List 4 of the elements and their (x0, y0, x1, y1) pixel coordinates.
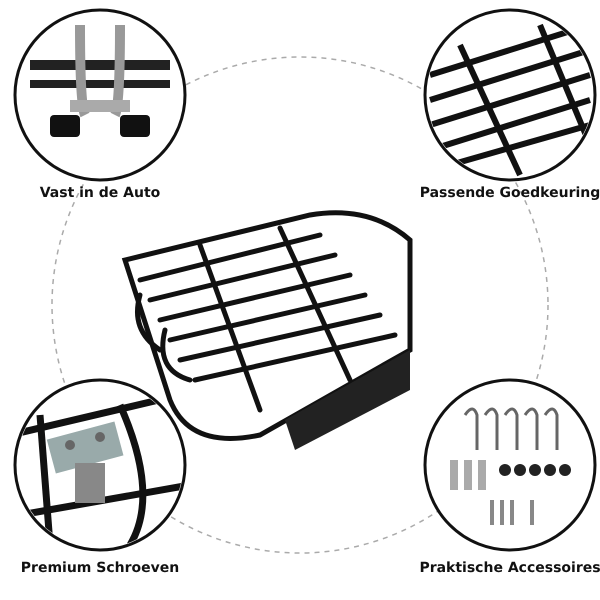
node-label: Passende Goedkeuring (418, 185, 600, 201)
node-label: Vast in de Auto (38, 185, 162, 201)
node-label: Praktische Accessoires (418, 560, 600, 576)
node-label: Premium Schroeven (20, 560, 180, 576)
